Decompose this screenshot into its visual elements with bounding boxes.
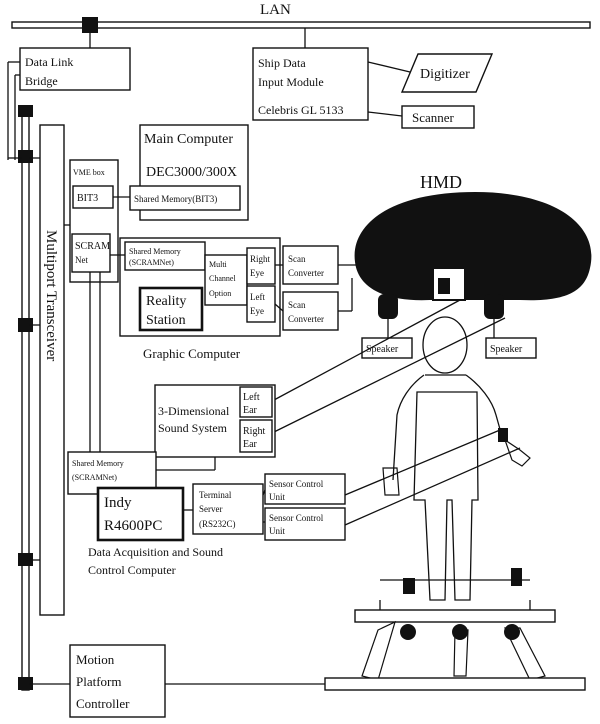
indy-line1: Indy bbox=[104, 495, 132, 511]
right-ear-box bbox=[239, 419, 273, 453]
left-eye-box bbox=[246, 285, 276, 323]
right-eye-box bbox=[246, 247, 276, 285]
hmd-label: HMD bbox=[420, 172, 462, 192]
multiport-transceiver bbox=[39, 124, 65, 616]
sensor-control-2-line1: Sensor Control bbox=[269, 513, 324, 523]
scan-converter-1-line1: Scan bbox=[288, 254, 306, 264]
main-computer-label: Main Computer bbox=[144, 132, 233, 147]
motion-platform-line1: Motion bbox=[76, 652, 115, 667]
left-vertical-bus bbox=[21, 109, 30, 691]
speaker-right-label: Speaker bbox=[490, 344, 523, 355]
motion-platform-line2: Platform bbox=[76, 674, 122, 689]
scan-converter-1 bbox=[282, 245, 339, 285]
platform-base bbox=[324, 677, 586, 691]
scramnet-line1: SCRAM bbox=[75, 241, 110, 252]
platform-top bbox=[354, 609, 556, 623]
indy-box bbox=[96, 486, 185, 542]
ship-data-line2: Input Module bbox=[258, 75, 324, 89]
bit3-label: BIT3 bbox=[77, 193, 98, 204]
speaker-right bbox=[485, 337, 537, 359]
reality-station-box bbox=[138, 286, 204, 332]
daq-caption-line2: Control Computer bbox=[88, 563, 176, 577]
speaker-left-label: Speaker bbox=[366, 344, 399, 355]
left-eye-line1: Left bbox=[250, 292, 265, 302]
dec-label: DEC3000/300X bbox=[146, 165, 237, 180]
sensor-control-unit-2 bbox=[264, 507, 346, 541]
terminal-server-box bbox=[192, 483, 264, 535]
lan-label: LAN bbox=[260, 2, 291, 18]
right-eye-line1: Right bbox=[250, 254, 271, 264]
shared-memory-top-line2: (SCRAMNet) bbox=[129, 258, 174, 267]
shared-memory-top-line1: Shared Memory bbox=[129, 247, 181, 256]
right-eye-line2: Eye bbox=[250, 268, 264, 278]
multiport-label: Multiport Transceiver bbox=[43, 230, 59, 361]
shared-memory-bit3-box bbox=[129, 185, 241, 211]
multi-channel-line3: Option bbox=[209, 289, 231, 298]
user-figure bbox=[380, 316, 531, 601]
lan-bus bbox=[11, 21, 591, 29]
multi-channel-option-box bbox=[204, 254, 248, 306]
motion-platform-controller bbox=[69, 644, 166, 718]
digitizer-label: Digitizer bbox=[420, 67, 470, 82]
data-link-bridge-box bbox=[19, 47, 131, 91]
left-ear-line2: Ear bbox=[243, 405, 258, 416]
shared-memory-bit3-label: Shared Memory(BIT3) bbox=[134, 194, 217, 204]
scan-converter-2 bbox=[282, 291, 339, 331]
multi-channel-line1: Multi bbox=[209, 260, 228, 269]
ship-data-input-module bbox=[252, 47, 369, 121]
sound-system-line2: Sound System bbox=[158, 421, 228, 435]
daq-caption-line1: Data Acquisition and Sound bbox=[88, 545, 223, 559]
right-ear-line1: Right bbox=[243, 426, 265, 437]
speaker-left bbox=[361, 337, 413, 359]
scan-converter-2-line2: Converter bbox=[288, 314, 324, 324]
data-link-bridge-line1: Data Link bbox=[25, 55, 73, 69]
scramnet-box bbox=[71, 233, 111, 273]
indy-line2: R4600PC bbox=[104, 518, 162, 534]
scanner-box bbox=[401, 105, 475, 129]
sound-system-line1: 3-Dimensional bbox=[158, 404, 230, 418]
platform-legs bbox=[361, 600, 546, 681]
left-ear-box bbox=[239, 386, 273, 418]
reality-station-line1: Reality bbox=[146, 294, 186, 309]
motion-platform-line3: Controller bbox=[76, 696, 130, 711]
left-ear-line1: Left bbox=[243, 392, 260, 403]
shared-memory-scramnet-top-box bbox=[124, 241, 206, 271]
celebris-label: Celebris GL 5133 bbox=[258, 103, 344, 117]
terminal-server-line2: Server bbox=[199, 504, 223, 514]
terminal-server-line1: Terminal bbox=[199, 490, 232, 500]
shared-memory-bottom-line1: Shared Memory bbox=[72, 459, 124, 468]
scanner-label: Scanner bbox=[412, 110, 455, 125]
sensor-control-2-line2: Unit bbox=[269, 526, 286, 536]
scan-converter-1-line2: Converter bbox=[288, 268, 324, 278]
graphic-computer-label: Graphic Computer bbox=[143, 346, 241, 361]
sensor-control-unit-1 bbox=[264, 473, 346, 505]
reality-station-line2: Station bbox=[146, 313, 186, 328]
vme-label: VME box bbox=[73, 168, 105, 177]
sensor-control-1-line2: Unit bbox=[269, 492, 286, 502]
shared-memory-bottom-line2: (SCRAMNet) bbox=[72, 473, 117, 482]
left-eye-line2: Eye bbox=[250, 306, 264, 316]
scan-converter-2-line1: Scan bbox=[288, 300, 306, 310]
data-link-bridge-line2: Bridge bbox=[25, 74, 58, 88]
multi-channel-line2: Channel bbox=[209, 274, 236, 283]
digitizer-box bbox=[400, 53, 494, 93]
terminal-server-line3: (RS232C) bbox=[199, 519, 236, 529]
scramnet-line2: Net bbox=[75, 255, 88, 265]
right-ear-line2: Ear bbox=[243, 439, 258, 450]
hmd-shape bbox=[354, 192, 592, 301]
lan-connector bbox=[82, 17, 98, 33]
ship-data-line1: Ship Data bbox=[258, 56, 306, 70]
sensor-control-1-line1: Sensor Control bbox=[269, 479, 324, 489]
